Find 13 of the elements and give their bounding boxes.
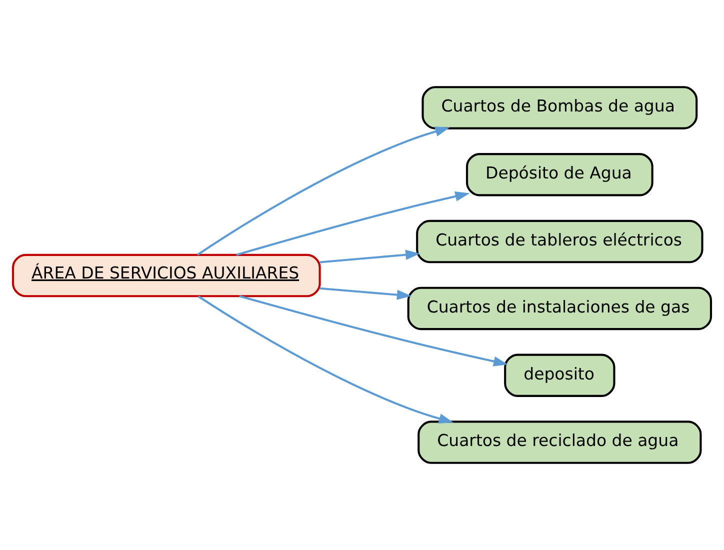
- arrow: [320, 250, 420, 264]
- node-box: Cuartos de Bombas de agua: [422, 86, 698, 130]
- node-box: Cuartos de reciclado de agua: [418, 420, 702, 464]
- node-box: Depósito de Agua: [466, 153, 654, 196]
- arrow: [236, 191, 470, 256]
- arrow: [197, 126, 450, 256]
- node-box: Cuartos de tableros eléctricos: [416, 220, 704, 264]
- arrow: [198, 295, 454, 424]
- node-box: ÁREA DE SERVICIOS AUXILIARES: [12, 254, 321, 298]
- arrow: [320, 287, 412, 300]
- arrow: [239, 295, 508, 366]
- node-box: deposito: [504, 354, 616, 397]
- node-box: Cuartos de instalaciones de gas: [407, 286, 712, 330]
